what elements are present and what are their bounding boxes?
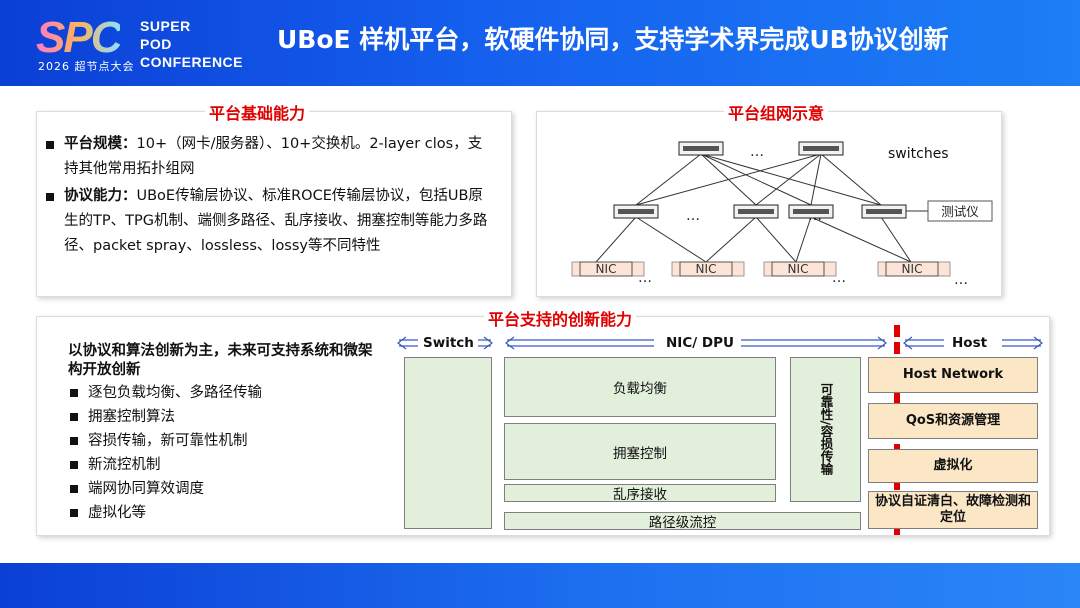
- capability-item-text: 10+（网卡/服务器）、10+交换机。2-layer clos，支持其他常用拓扑…: [64, 136, 483, 177]
- section-nic-dpu: NIC/ DPU: [662, 335, 738, 351]
- capability-item-label: 平台规模：: [64, 136, 137, 152]
- host-virtualization: 虚拟化: [868, 449, 1038, 483]
- section-switch: Switch: [419, 335, 478, 351]
- host-qos-resource: QoS和资源管理: [868, 403, 1038, 439]
- nic-congestion-control: 拥塞控制: [504, 423, 776, 480]
- nic-load-balance: 负载均衡: [504, 357, 776, 417]
- network-links: [595, 153, 928, 263]
- switches-label: switches: [888, 146, 949, 162]
- ellipsis: …: [638, 270, 652, 286]
- switch-icon: [733, 204, 779, 219]
- ellipsis: …: [750, 144, 764, 160]
- capability-item-label: 协议能力：: [64, 188, 137, 204]
- switch-icons: [613, 141, 907, 219]
- capability-title: 平台基础能力: [205, 104, 310, 124]
- innovation-title: 平台支持的创新能力: [484, 310, 637, 330]
- nic-label: NIC: [696, 262, 717, 276]
- server-nic: NIC: [877, 261, 951, 277]
- nic-reorder-receive: 乱序接收: [504, 484, 776, 503]
- server-nic: NIC: [571, 261, 645, 277]
- innovation-item: 端网协同算效调度: [68, 477, 378, 501]
- reliability-label: 可靠性/容损传输: [818, 383, 834, 476]
- ellipsis: …: [686, 208, 700, 224]
- ellipsis: …: [954, 272, 968, 288]
- nic-label: NIC: [596, 262, 617, 276]
- innovation-list: 逐包负载均衡、多路径传输 拥塞控制算法 容损传输，新可靠性机制 新流控机制 端网…: [68, 381, 378, 525]
- logo-super: SUPER: [140, 18, 191, 34]
- host-fault-detection: 协议自证清白、故障检测和定位: [868, 491, 1038, 529]
- nic-label: NIC: [788, 262, 809, 276]
- tester-box: [927, 200, 993, 222]
- nic-path-flow-control: 路径级流控: [504, 512, 861, 531]
- innovation-intro: 以协议和算法创新为主，未来可支持系统和微架构开放创新: [68, 343, 373, 378]
- logo-spc-text: SPC: [36, 13, 122, 62]
- nic-label: NIC: [902, 262, 923, 276]
- section-arrows: [397, 336, 1043, 350]
- switch-icon: [798, 141, 844, 156]
- innovation-item: 虚拟化等: [68, 501, 378, 525]
- ellipsis: …: [808, 208, 822, 224]
- capability-item-protocol: 协议能力：UBoE传输层协议、标准ROCE传输层协议，包括UB原生的TP、TPG…: [44, 184, 489, 259]
- logo-year: 2026 超节点大会: [38, 60, 135, 73]
- tester-label: 测试仪: [941, 204, 979, 219]
- nic-reliability: 可靠性/容损传输: [790, 357, 861, 502]
- capability-item-text: UBoE传输层协议、标准ROCE传输层协议，包括UB原生的TP、TPG机制、端侧…: [64, 188, 488, 254]
- innovation-item: 容损传输，新可靠性机制: [68, 429, 378, 453]
- slide-title: UBoE 样机平台，软硬件协同，支持学术界完成UB协议创新: [277, 25, 949, 54]
- switch-icon: [861, 204, 907, 219]
- logo-pod: POD: [140, 36, 172, 52]
- server-nic: NIC: [763, 261, 837, 277]
- innovation-item: 逐包负载均衡、多路径传输: [68, 381, 378, 405]
- server-nic: NIC: [671, 261, 745, 277]
- switch-column: [404, 357, 492, 529]
- logo-conference: CONFERENCE: [140, 54, 244, 70]
- capability-list: 平台规模：10+（网卡/服务器）、10+交换机。2-layer clos，支持其…: [44, 132, 489, 261]
- capability-panel: [36, 111, 512, 297]
- switch-icon: [788, 204, 834, 219]
- network-diagram: NIC NIC NIC NIC … … … … … … switches 测试仪: [571, 141, 993, 288]
- innovation-item: 拥塞控制算法: [68, 405, 378, 429]
- innovation-item: 新流控机制: [68, 453, 378, 477]
- spc-logo: SPC 2026 超节点大会 SUPER POD CONFERENCE: [36, 14, 256, 76]
- host-network: Host Network: [868, 357, 1038, 393]
- switch-icon: [678, 141, 724, 156]
- footer-banner: [0, 563, 1080, 608]
- capability-item-scale: 平台规模：10+（网卡/服务器）、10+交换机。2-layer clos，支持其…: [44, 132, 489, 182]
- network-title: 平台组网示意: [724, 104, 829, 124]
- switch-icon: [613, 204, 659, 219]
- header-banner: SPC 2026 超节点大会 SUPER POD CONFERENCE UBoE…: [0, 0, 1080, 86]
- section-host: Host: [948, 335, 992, 351]
- nic-boxes: NIC NIC NIC NIC: [571, 261, 951, 277]
- ellipsis: …: [832, 270, 846, 286]
